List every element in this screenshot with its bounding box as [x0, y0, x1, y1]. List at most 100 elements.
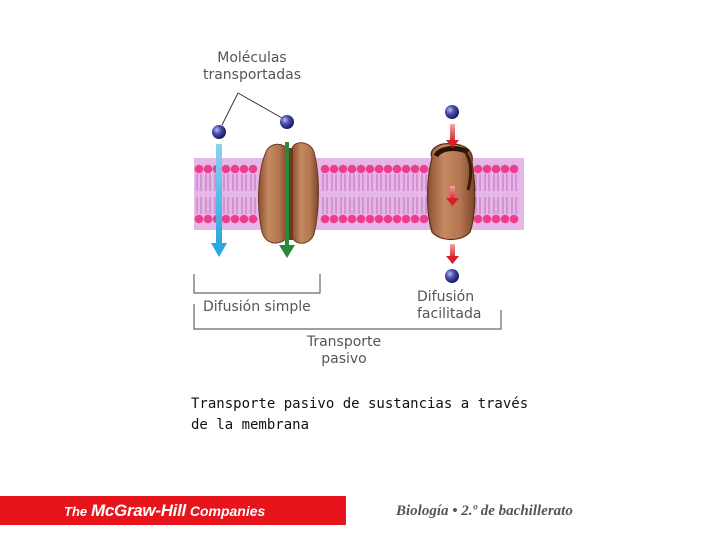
lipid-tail: [223, 197, 229, 214]
lipid-head: [491, 164, 501, 174]
lipid-head: [239, 164, 249, 174]
lipid-head: [329, 214, 339, 224]
lipid-tail: [403, 197, 409, 214]
lipid-tail: [412, 197, 418, 214]
label-leader-line: [237, 92, 283, 119]
lipid-tail: [394, 197, 400, 214]
lipid-tail: [322, 197, 328, 214]
passive-label-line2: pasivo: [321, 351, 367, 367]
label-leader-line: [221, 92, 239, 126]
lipid-tail: [205, 174, 211, 191]
lipid-head: [320, 214, 330, 224]
lipid-head: [347, 214, 357, 224]
lipid-tail: [232, 174, 238, 191]
caption-line2: de la membrana: [191, 417, 310, 433]
footer-brand-bar: [0, 496, 346, 525]
lipid-heads: [194, 164, 519, 224]
lipid-head: [338, 164, 348, 174]
lipid-head: [356, 214, 366, 224]
lipid-tail: [232, 197, 238, 214]
lipid-head: [221, 214, 231, 224]
molecule: [445, 105, 459, 119]
caption-line1: Transporte pasivo de sustancias a través: [191, 396, 529, 412]
lipid-head: [374, 214, 384, 224]
lipid-head: [473, 164, 483, 174]
lipid-head: [320, 164, 330, 174]
lipid-tail: [205, 197, 211, 214]
lipid-head: [230, 164, 240, 174]
lipid-tail: [484, 174, 490, 191]
simple-diffusion-bracket: [193, 274, 321, 294]
lipid-tail: [223, 174, 229, 191]
facilitated-label-line1: Difusión: [417, 289, 475, 305]
lipid-tail: [196, 197, 202, 214]
lipid-tail: [196, 174, 202, 191]
lipid-tail: [412, 174, 418, 191]
lipid-head: [248, 164, 258, 174]
molecule: [445, 269, 459, 283]
molecule: [212, 125, 226, 139]
lipid-head: [473, 214, 483, 224]
lipid-tail: [421, 174, 427, 191]
lipid-head: [365, 214, 375, 224]
lipid-tail: [385, 197, 391, 214]
lipid-head: [419, 164, 429, 174]
lipid-tail: [349, 174, 355, 191]
lipid-tail: [358, 174, 364, 191]
lipid-head: [482, 214, 492, 224]
lipid-tail: [250, 174, 256, 191]
logo-brand: McGraw-Hill: [91, 501, 186, 520]
lipid-head: [392, 214, 402, 224]
lipid-tail: [250, 197, 256, 214]
lipid-tail: [376, 197, 382, 214]
logo-companies: Companies: [189, 503, 266, 519]
facilitated-diffusion-label: Difusión facilitada: [417, 289, 481, 323]
lipid-head: [500, 214, 510, 224]
lipid-tail: [475, 197, 481, 214]
lipid-head: [239, 214, 249, 224]
publisher-logo: The McGraw-Hill Companies: [64, 501, 265, 521]
lipid-head: [356, 164, 366, 174]
lipid-tail: [493, 174, 499, 191]
molecules-label: Moléculas transportadas: [196, 50, 308, 84]
molecules-label-line1: Moléculas: [217, 50, 287, 66]
lipid-tail: [241, 174, 247, 191]
channel-protein: [258, 142, 319, 244]
passive-transport-label: Transporte pasivo: [303, 334, 385, 368]
simple-diffusion-arrow: [211, 144, 227, 257]
lipid-head: [500, 164, 510, 174]
lipid-tail: [331, 174, 337, 191]
lipid-tail: [367, 174, 373, 191]
lipid-tail: [403, 174, 409, 191]
lipid-head: [482, 164, 492, 174]
lipid-tail: [502, 197, 508, 214]
lipid-tail: [421, 197, 427, 214]
lipid-head: [401, 214, 411, 224]
lipid-tail: [358, 197, 364, 214]
lipid-head: [383, 214, 393, 224]
lipid-head: [365, 164, 375, 174]
lipid-head: [392, 164, 402, 174]
facilitated-label-line2: facilitada: [417, 306, 482, 322]
lipid-head: [203, 214, 213, 224]
figure-caption: Transporte pasivo de sustancias a través…: [191, 394, 551, 436]
lipid-head: [374, 164, 384, 174]
lipid-tail: [511, 174, 517, 191]
lipid-tail: [322, 174, 328, 191]
lipid-head: [194, 164, 204, 174]
lipid-head: [248, 214, 258, 224]
lipid-tail: [511, 197, 517, 214]
lipid-head: [509, 164, 519, 174]
lipid-tail: [493, 197, 499, 214]
lipid-tail: [394, 174, 400, 191]
lipid-head: [509, 214, 519, 224]
lipid-tail: [349, 197, 355, 214]
lipid-tail: [241, 197, 247, 214]
logo-the: The: [64, 504, 88, 519]
passive-transport-bracket: [193, 304, 502, 330]
lipid-tail: [340, 197, 346, 214]
molecules-label-line2: transportadas: [202, 67, 302, 83]
lipid-head: [410, 164, 420, 174]
lipid-tail: [376, 174, 382, 191]
lipid-tail: [475, 174, 481, 191]
